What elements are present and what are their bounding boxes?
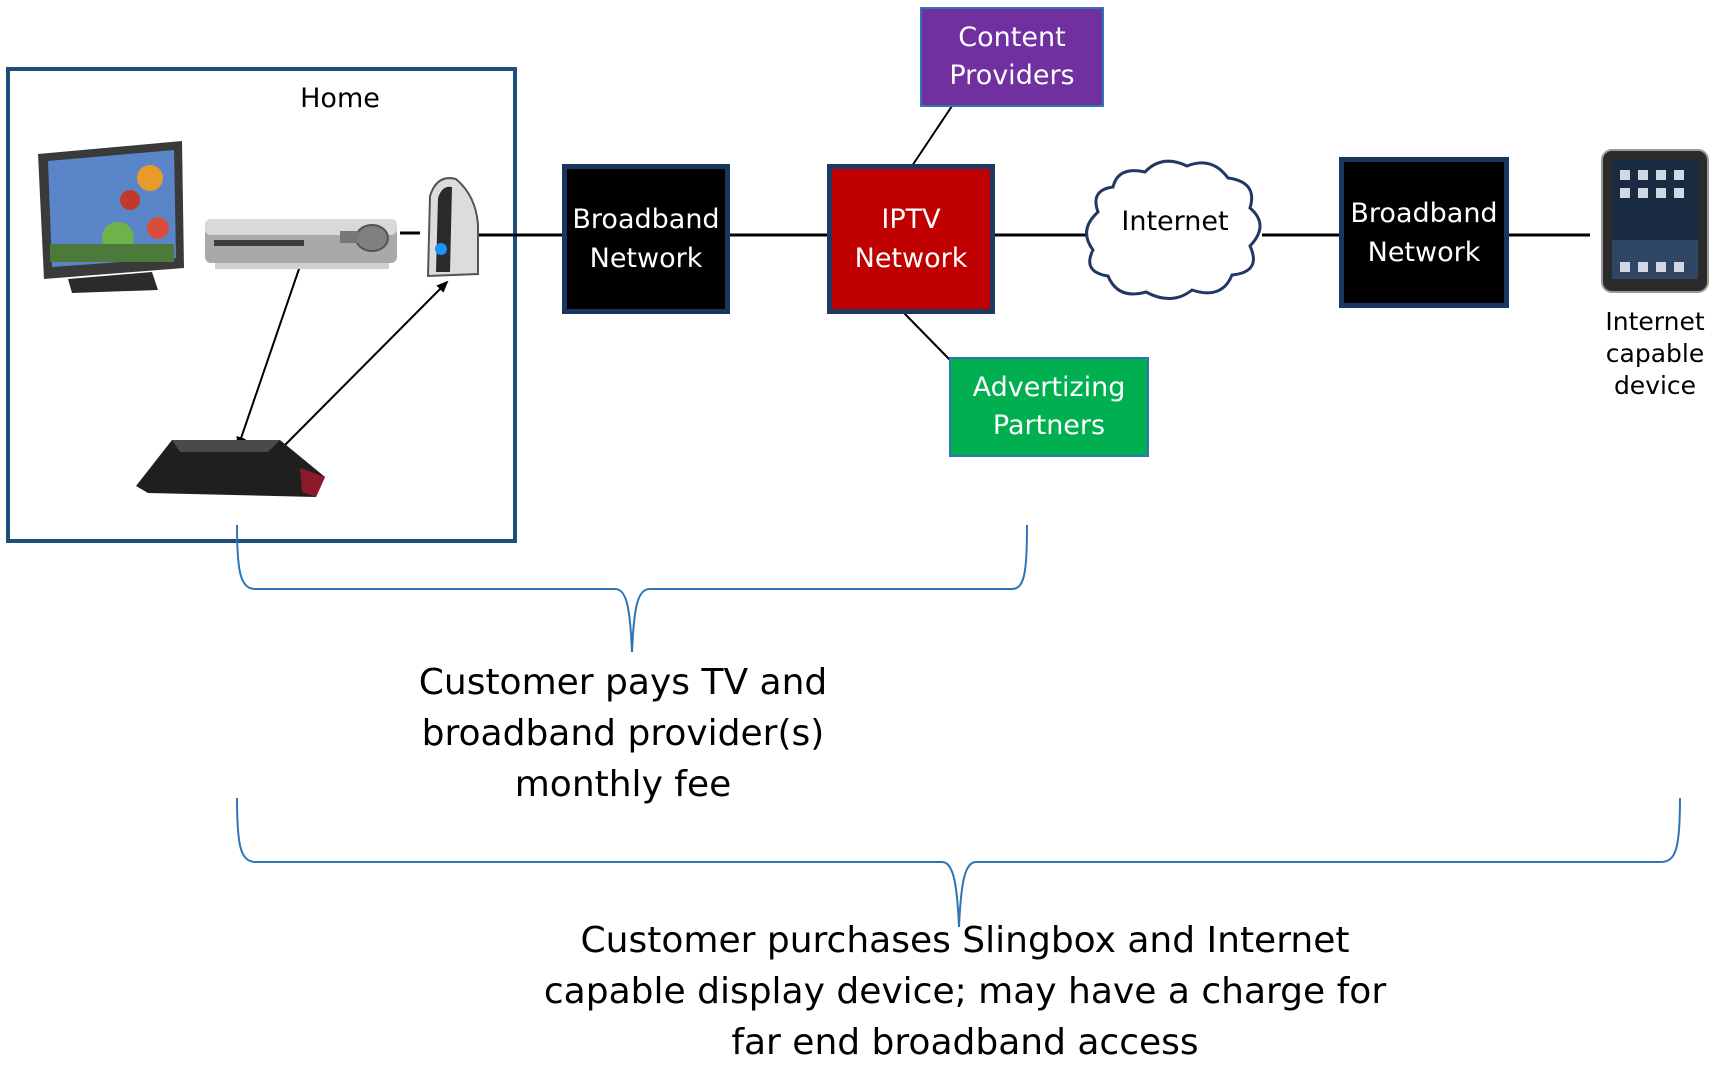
purchase-note: Customer purchases Slingbox and Internet… [543, 920, 1387, 1063]
internet-label: Internet [1121, 206, 1229, 237]
modem-router-icon [426, 177, 479, 278]
content-providers: Content Providers [920, 7, 1104, 107]
arrow-slingbox-to-modem [282, 280, 449, 448]
monthly-fee-note: Customer pays TV and broadband provider(… [418, 662, 828, 805]
tablet-icon [1601, 149, 1709, 293]
cloud-icon [1085, 159, 1262, 300]
device-label: Internet capable device [1605, 307, 1705, 400]
brace-purchase [236, 797, 1681, 928]
broadband-network-left: Broadband Network [562, 164, 730, 314]
slingbox-icon [136, 440, 325, 497]
set-top-box-icon [205, 219, 397, 269]
link-iptv-content [911, 105, 953, 167]
advertizing-partners: Advertizing Partners [949, 357, 1149, 457]
brace-monthly-fee [236, 524, 1028, 653]
home-boundary [6, 67, 517, 543]
arrow-stb-to-slingbox [236, 265, 301, 449]
iptv-network: IPTV Network [827, 164, 995, 314]
tv-icon [38, 141, 184, 293]
link-iptv-advertizing [903, 312, 951, 361]
broadband-network-right: Broadband Network [1339, 157, 1509, 308]
home-label: Home [300, 83, 380, 114]
